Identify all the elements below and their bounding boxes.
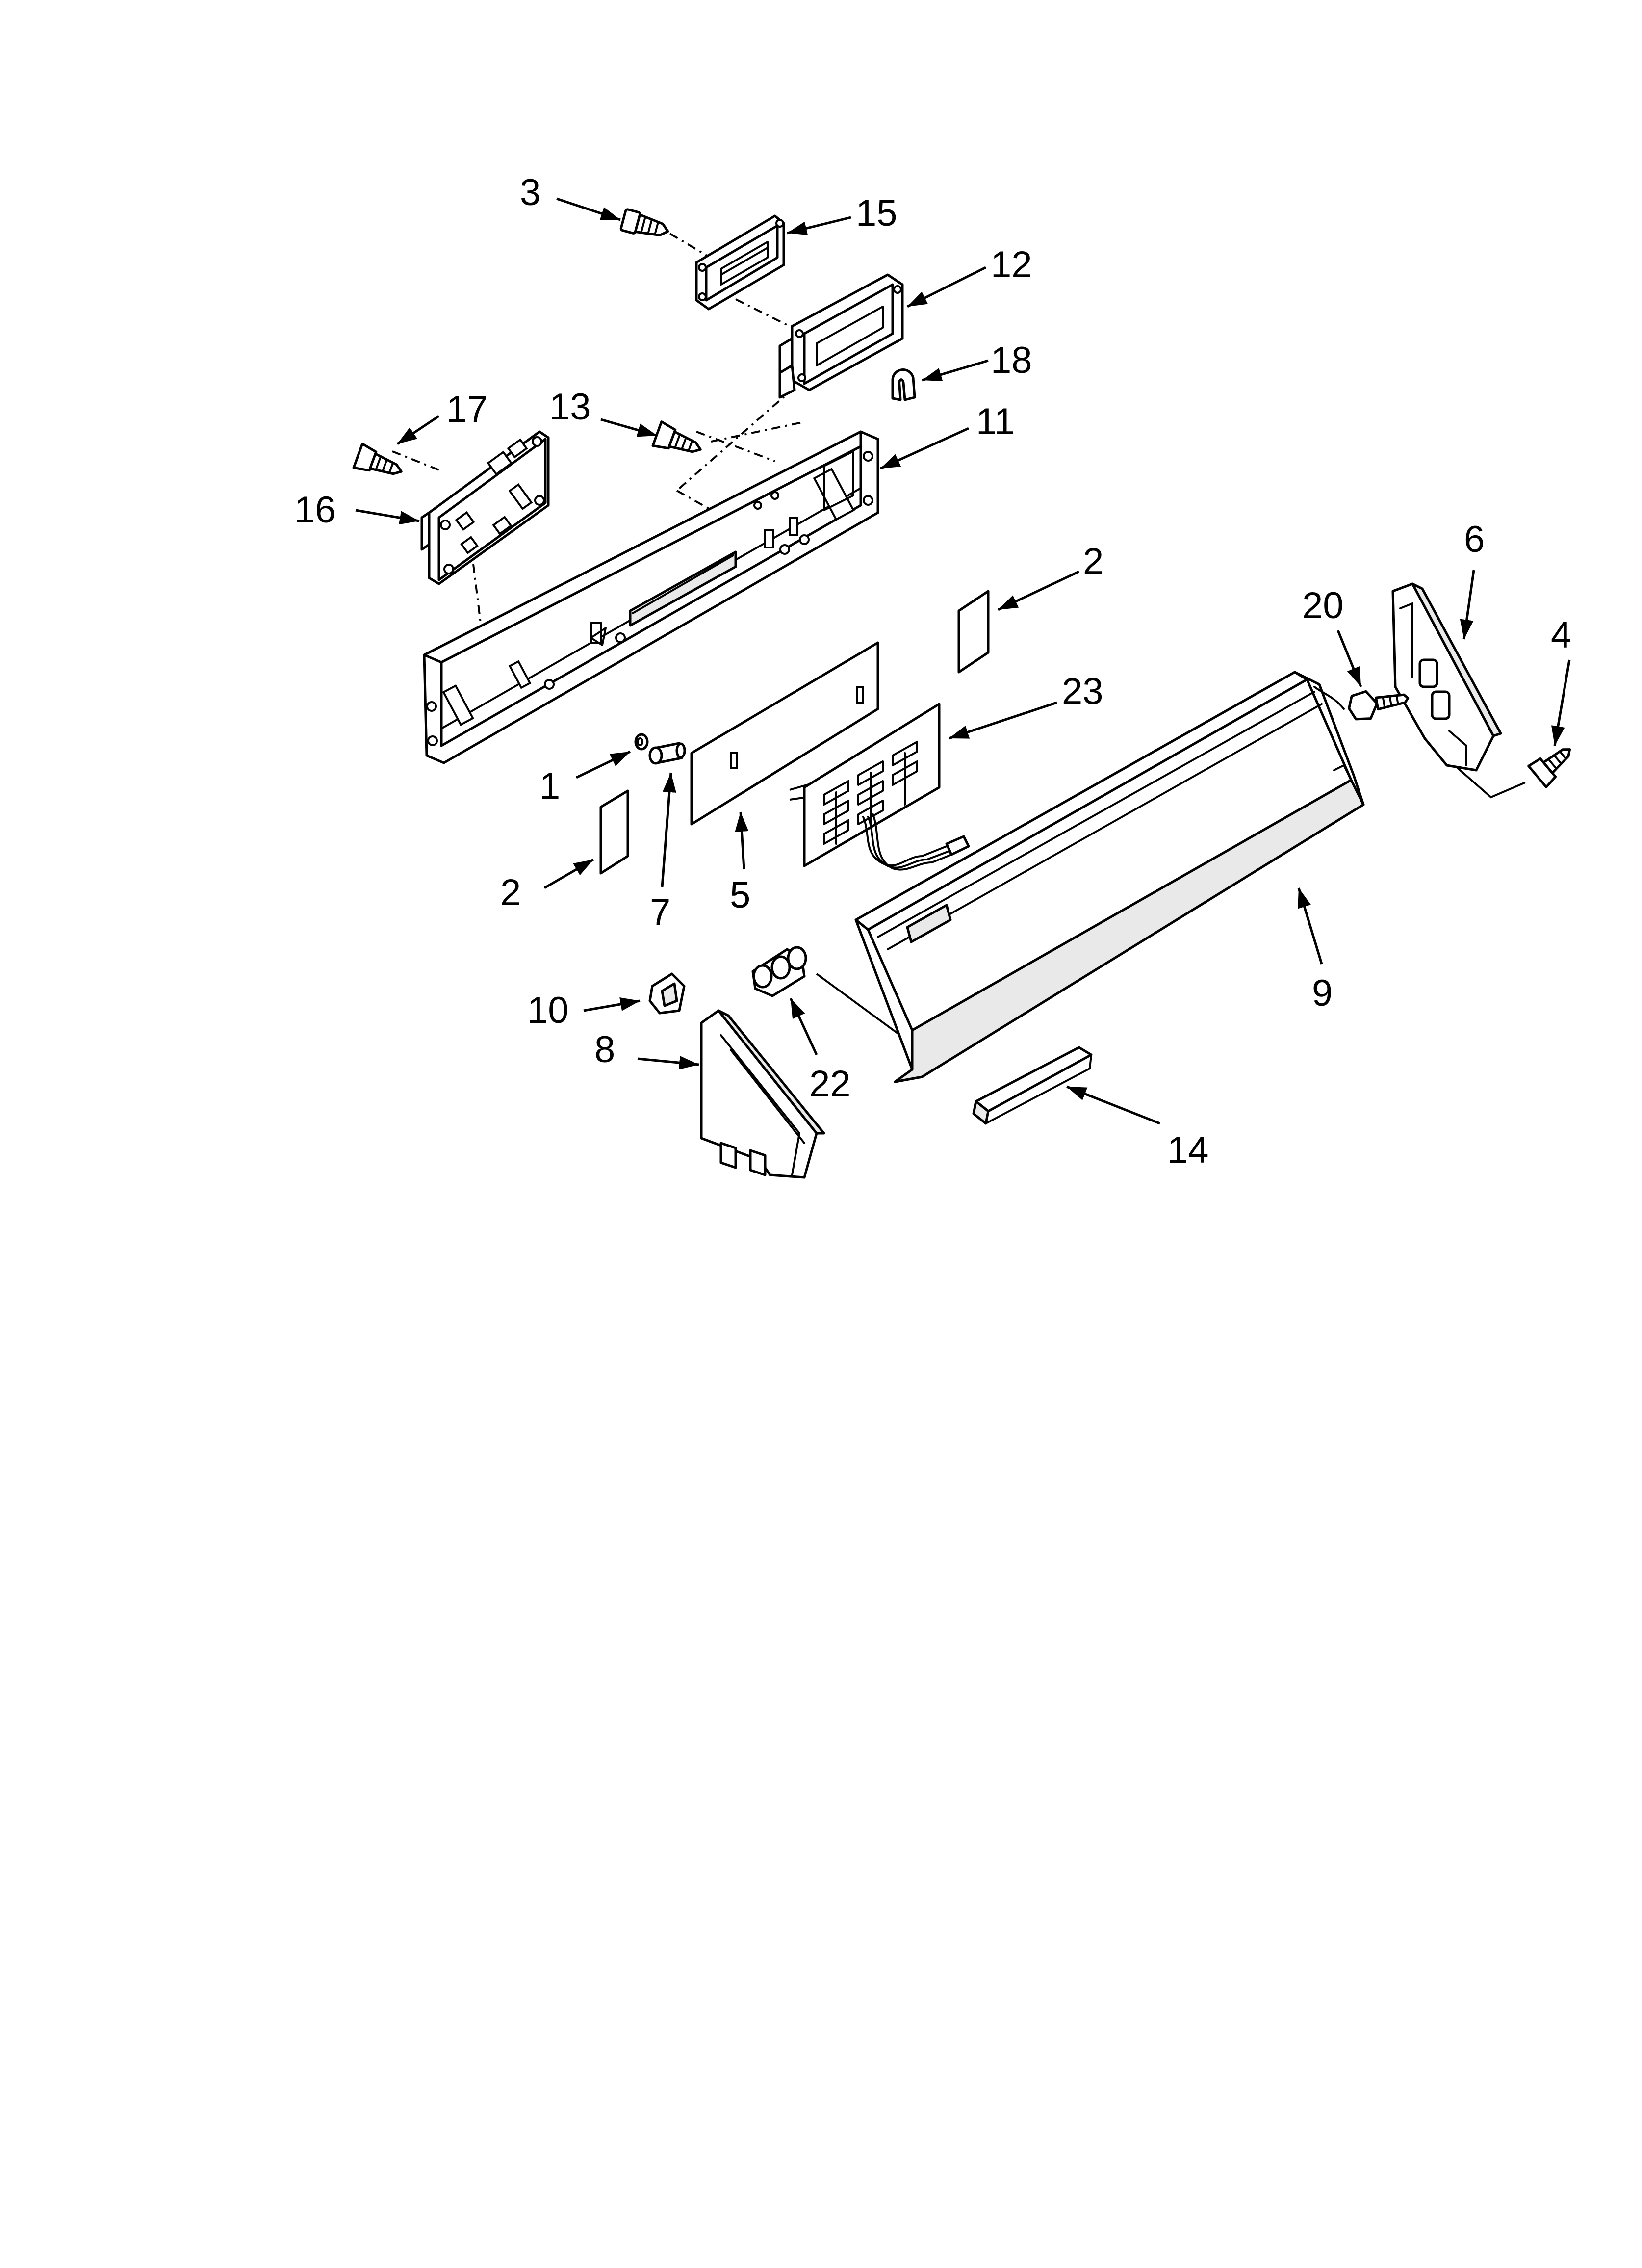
part-2-label-upper [957,590,990,674]
part-11-mounting-bracket [423,430,879,764]
callout-1: 1 [539,765,560,807]
callout-4: 4 [1551,614,1571,656]
part-14-trim [972,1046,1093,1125]
part-18-clip [891,368,916,401]
callout-5: 5 [730,874,750,916]
callout-2-upper: 2 [1083,541,1103,582]
callout-12: 12 [991,244,1032,286]
part-1-cap [634,733,649,751]
screw-4 [1527,748,1571,788]
screw-20 [1348,690,1410,721]
part-12-control-module [778,273,904,399]
screw-3 [619,208,669,237]
assembly-leaders [392,222,1526,1056]
callout-22: 22 [809,1063,851,1105]
part-8-left-endcap [700,1009,825,1179]
callout-23: 23 [1062,671,1103,712]
callout-7: 7 [650,891,670,933]
callout-9: 9 [1312,972,1333,1014]
callout-arrows [355,197,1571,1125]
callout-14: 14 [1167,1129,1209,1171]
part-22-buttons [751,946,807,997]
screw-17 [352,443,403,475]
callout-6: 6 [1464,519,1485,560]
callout-15: 15 [856,192,898,234]
callout-11: 11 [976,401,1015,443]
callout-labels: 3 15 12 18 17 13 11 16 2 6 20 4 23 1 2 7… [294,172,1571,1171]
callout-18: 18 [991,339,1032,381]
part-16-circuit-board [420,430,550,585]
part-2-label-lower [599,789,629,875]
callout-20: 20 [1302,585,1344,626]
part-6-right-endcap [1391,582,1502,772]
callout-13: 13 [549,386,591,428]
part-5-overlay [690,641,879,826]
part-23-keypad [789,703,970,871]
part-9-console-panel [854,671,1365,1083]
part-15-bracket [695,214,785,311]
callout-16: 16 [294,489,336,531]
part-7-spacer [648,742,686,765]
callout-3: 3 [520,172,540,213]
callout-2-lower: 2 [500,872,521,913]
callout-8: 8 [594,1029,615,1070]
callout-17: 17 [446,389,488,430]
screw-13 [651,420,702,453]
callout-10: 10 [527,990,569,1031]
part-10-clip [648,972,686,1015]
